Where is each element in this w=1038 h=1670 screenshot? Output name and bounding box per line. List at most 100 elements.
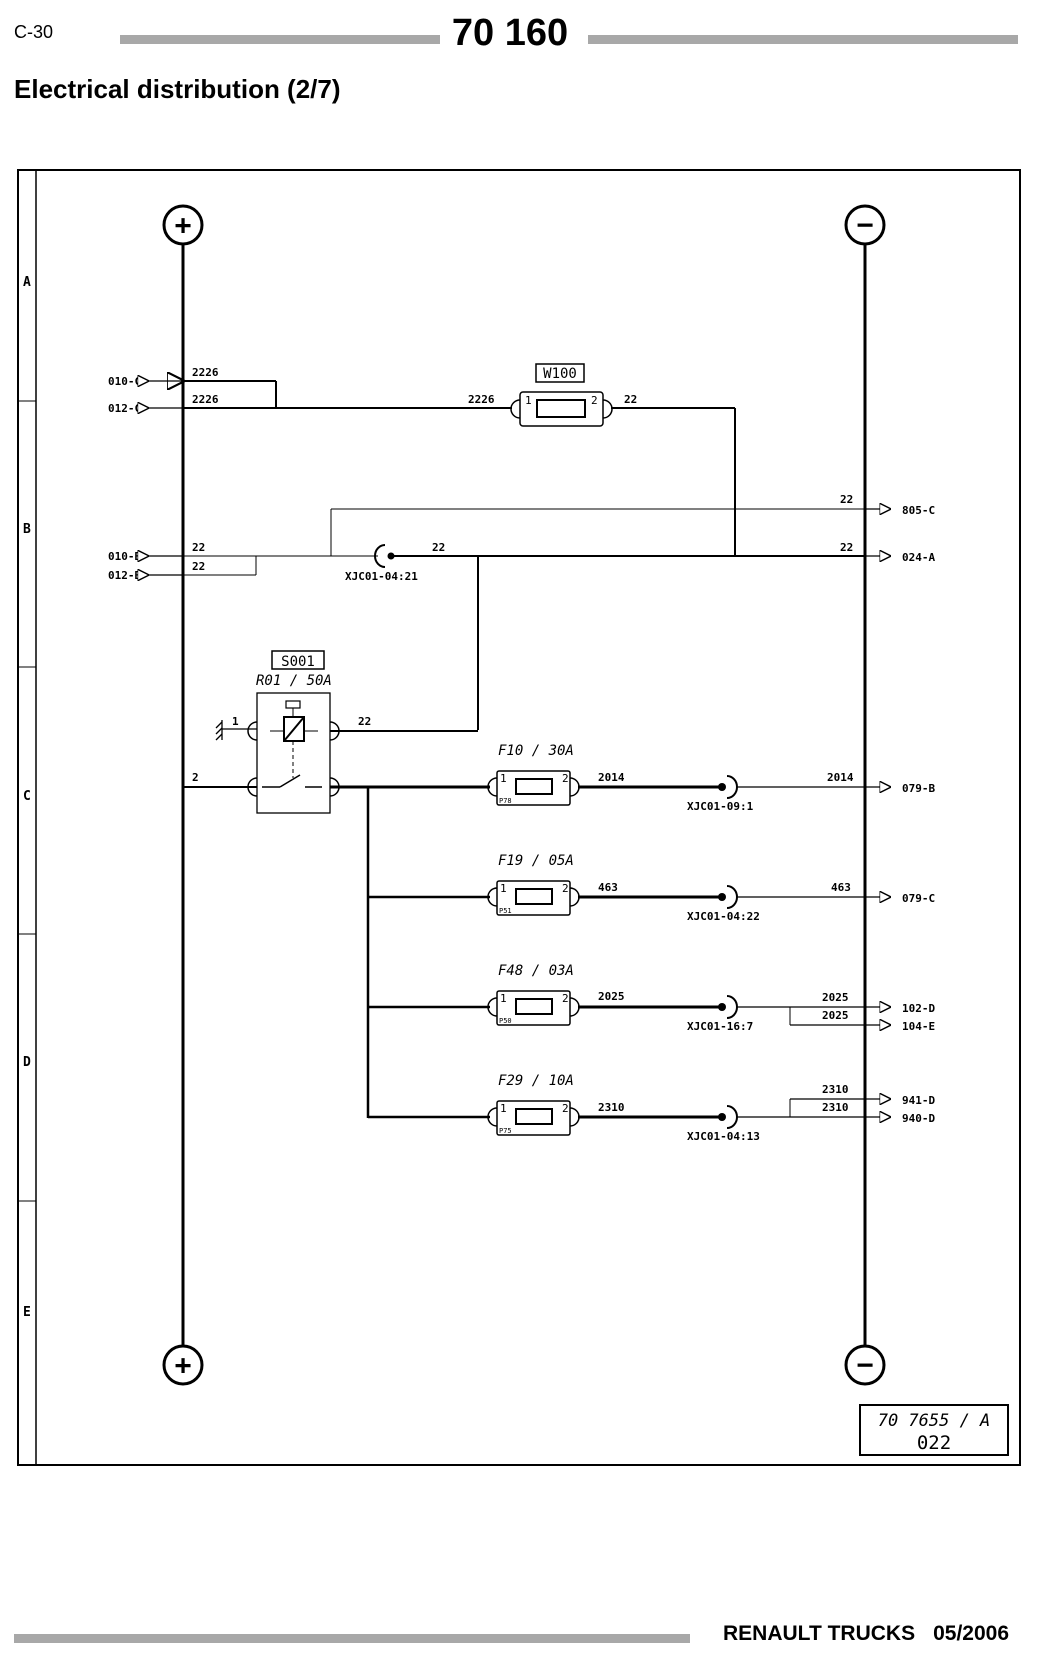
ground-symbol [215, 720, 257, 741]
pin-2-label: 2 [562, 992, 569, 1005]
positive-symbol: + [175, 208, 192, 241]
connector-xjc01-04-21 [374, 544, 386, 568]
wire-label-22-relay: 22 [358, 715, 371, 728]
right-ref-941-d: 941-D [902, 1094, 935, 1107]
connector-label-xjc01-04-13: XJC01-04:13 [687, 1130, 760, 1143]
s001-relay: S001 R01 / 50A [247, 650, 340, 814]
wire-label-2226-a: 2226 [192, 366, 219, 379]
pin-1-label: 1 [500, 1102, 507, 1115]
page-reference: C-30 [14, 22, 54, 42]
positive-terminal-bottom: + [162, 1344, 204, 1386]
row-label-a: A [23, 275, 31, 290]
negative-terminal-bottom: − [844, 1344, 886, 1386]
wire-label-22-024a: 22 [840, 541, 853, 554]
wire-label-22-012b: 22 [192, 560, 205, 573]
w100-component: W100 1 2 [510, 363, 613, 427]
left-ref-010-c: 010-C [108, 375, 141, 388]
wire-label-22-805c: 22 [840, 493, 853, 506]
wire-label-463-a: 463 [598, 881, 618, 894]
header-rule-right [588, 35, 1018, 44]
wire-label-2226-c: 2226 [468, 393, 495, 406]
footer-rule [14, 1634, 690, 1643]
row-label-c: C [23, 789, 31, 804]
section-title: Electrical distribution (2/7) [14, 74, 341, 104]
wire-label-2025-b: 2025 [822, 991, 849, 1004]
row-label-e: E [23, 1305, 31, 1320]
connector-label-xjc01-09-1: XJC01-09:1 [687, 800, 754, 813]
fuse-f29-rating: F29 / 10A [498, 1073, 574, 1089]
fuse-f10-position: P78 [499, 797, 512, 805]
right-ref-102-d: 102-D [902, 1002, 935, 1015]
left-ref-012-b: 012-B [108, 569, 141, 582]
negative-terminal-top: − [844, 204, 886, 246]
connector-xjc01-04-22 [726, 885, 738, 909]
pin-1-label: 1 [500, 882, 507, 895]
connector-xjc01-04-13 [726, 1105, 738, 1129]
relay-rating: R01 / 50A [256, 673, 332, 689]
page-number: 70 160 [451, 12, 569, 54]
positive-terminal-top: + [162, 204, 204, 246]
wire-label-22-b: 22 [432, 541, 445, 554]
fuse-f19: F19 / 05A 1 2 P51 [487, 853, 580, 916]
row-label-b: B [23, 522, 31, 537]
wire-label-2226-b: 2226 [192, 393, 219, 406]
wire-label-2014-b: 2014 [827, 771, 854, 784]
drawing-reference-box: 70 7655 / A 022 [859, 1404, 1009, 1456]
drawing-sheet: 022 [917, 1432, 951, 1454]
fuse-f19-position: P51 [499, 907, 512, 915]
fuse-f10-rating: F10 / 30A [498, 743, 574, 759]
pin-2-label: 2 [591, 394, 598, 407]
fuse-f29-position: P75 [499, 1127, 512, 1135]
wire-label-2310-a: 2310 [598, 1101, 625, 1114]
right-ref-940-d: 940-D [902, 1112, 935, 1125]
s001-label: S001 [281, 654, 315, 670]
wire-label-2: 2 [192, 771, 199, 784]
drawing-number: 70 7655 / A [878, 1411, 991, 1431]
wire-label-463-b: 463 [831, 881, 851, 894]
fuse-f48: F48 / 03A 1 2 P50 [487, 963, 580, 1026]
positive-symbol: + [175, 1348, 192, 1381]
left-ref-010-b: 010-B [108, 550, 141, 563]
wire-label-2025-a: 2025 [598, 990, 625, 1003]
row-dividers [18, 400, 36, 1202]
wire-label-2025-c: 2025 [822, 1009, 849, 1022]
negative-symbol: − [857, 1348, 874, 1381]
right-ref-079-b: 079-B [902, 782, 935, 795]
wire-label-22-w100: 22 [624, 393, 637, 406]
header-rule-left [120, 35, 440, 44]
fuse-f48-rating: F48 / 03A [498, 963, 574, 979]
footer-date: 05/2006 [933, 1622, 1010, 1645]
fuse-f10: F10 / 30A 1 2 P78 [487, 743, 580, 806]
fuse-f19-rating: F19 / 05A [498, 853, 574, 869]
pin-2-label: 2 [562, 882, 569, 895]
fuse-f48-position: P50 [499, 1017, 512, 1025]
right-ref-104-e: 104-E [902, 1020, 935, 1033]
pin-2-label: 2 [562, 772, 569, 785]
relay-pin-1: 1 [232, 715, 239, 728]
connector-xjc01-16-7 [726, 995, 738, 1019]
connector-label-xjc01-16-7: XJC01-16:7 [687, 1020, 753, 1033]
right-ref-079-c: 079-C [902, 892, 935, 905]
right-ref-024-a: 024-A [902, 551, 935, 564]
connector-label-xjc01-04-22: XJC01-04:22 [687, 910, 760, 923]
pin-1-label: 1 [525, 394, 532, 407]
wire-label-2310-c: 2310 [822, 1101, 849, 1114]
connector-label-xjc01-04-21: XJC01-04:21 [345, 570, 418, 583]
right-ref-805-c: 805-C [902, 504, 935, 517]
fuse-f29: F29 / 10A 1 2 P75 [487, 1073, 580, 1136]
negative-symbol: − [857, 208, 874, 241]
pin-2-label: 2 [562, 1102, 569, 1115]
diagram-frame [17, 169, 1021, 1466]
wire-label-2014-a: 2014 [598, 771, 625, 784]
footer: RENAULT TRUCKS 05/2006 [723, 1622, 1009, 1646]
left-ref-012-c: 012-C [108, 402, 141, 415]
wire-label-2310-b: 2310 [822, 1083, 849, 1096]
pin-1-label: 1 [500, 992, 507, 1005]
w100-label: W100 [543, 366, 577, 382]
pin-1-label: 1 [500, 772, 507, 785]
footer-brand: RENAULT TRUCKS [723, 1622, 916, 1645]
wire-label-22-010b: 22 [192, 541, 205, 554]
connector-xjc01-09-1 [726, 775, 738, 799]
row-label-d: D [23, 1055, 31, 1070]
